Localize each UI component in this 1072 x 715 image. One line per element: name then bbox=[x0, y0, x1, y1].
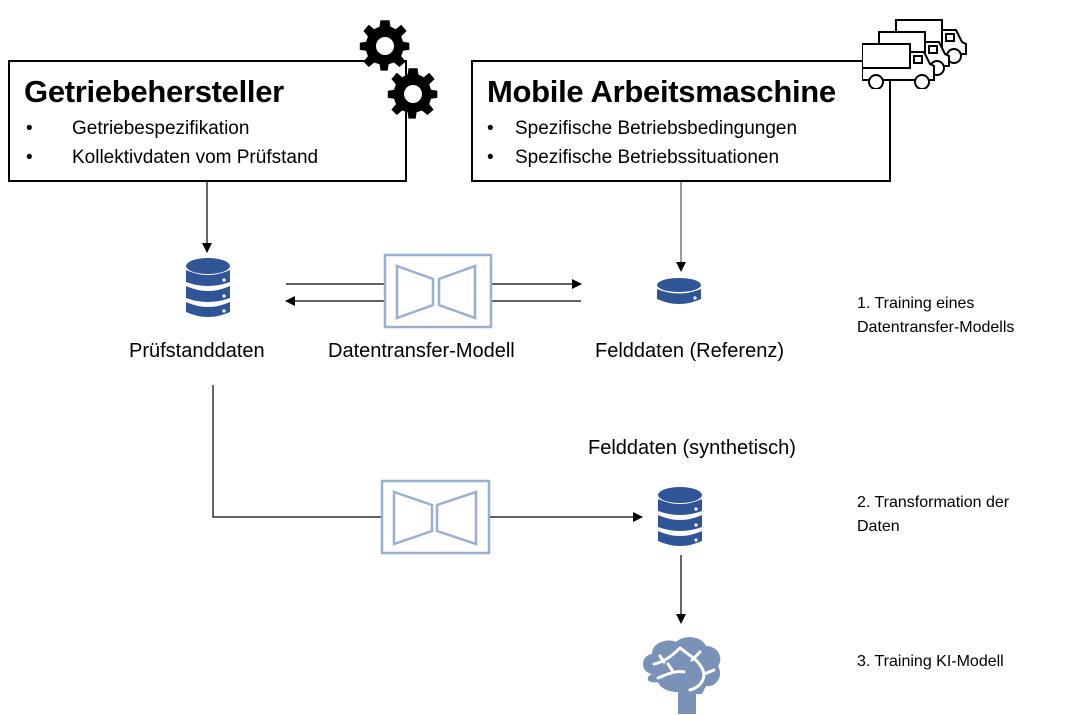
manufacturer-bullet-text: Kollektivdaten vom Prüfstand bbox=[72, 147, 319, 168]
manufacturer-box: Getriebehersteller • Getriebespezifikati… bbox=[8, 60, 407, 182]
step-2-line-1: 2. Transformation der bbox=[857, 494, 1010, 511]
step-2-line-2: Daten bbox=[857, 518, 900, 535]
database-icon-synthetic bbox=[658, 487, 702, 546]
connector-testbench-to-transform bbox=[212, 385, 381, 518]
trucks-icon bbox=[862, 19, 967, 89]
step-1-line-2: Datentransfer-Modells bbox=[857, 319, 1015, 336]
gear-icon bbox=[359, 20, 410, 71]
transfer-model-icon-1 bbox=[383, 253, 493, 329]
step-3-line-1: 3. Training KI-Modell bbox=[857, 653, 1004, 670]
label-field-data-synthetic: Felddaten (synthetisch) bbox=[588, 437, 796, 459]
step-3: 3. Training KI-Modell bbox=[857, 650, 1004, 674]
brain-icon bbox=[643, 637, 721, 714]
step-2: 2. Transformation der Daten bbox=[857, 491, 1009, 539]
gear-icon bbox=[387, 68, 438, 119]
manufacturer-bullet-text: Getriebespezifikation bbox=[72, 118, 250, 139]
transfer-model-icon-2 bbox=[380, 479, 491, 555]
truck-icon bbox=[862, 43, 935, 89]
step-1: 1. Training eines Datentransfer-Modells bbox=[857, 292, 1014, 340]
step-1-line-1: 1. Training eines bbox=[857, 295, 975, 312]
database-icon-testbench bbox=[186, 258, 230, 317]
machine-bullet-text: Spezifische Betriebssituationen bbox=[515, 147, 780, 168]
bullet-marker: • bbox=[487, 147, 494, 168]
bullet-marker: • bbox=[487, 118, 494, 139]
bullet-marker: • bbox=[26, 118, 33, 139]
machine-title: Mobile Arbeitsmaschine bbox=[487, 74, 836, 109]
machine-bullet-text: Spezifische Betriebsbedingungen bbox=[515, 118, 798, 139]
database-icon-reference bbox=[657, 278, 701, 304]
bullet-marker: • bbox=[26, 147, 33, 168]
label-test-bench-data: Prüfstanddaten bbox=[129, 340, 265, 362]
gears-icon bbox=[359, 20, 438, 119]
label-field-data-reference: Felddaten (Referenz) bbox=[595, 340, 784, 362]
label-transfer-model: Datentransfer-Modell bbox=[328, 340, 515, 362]
machine-box: Mobile Arbeitsmaschine • Spezifische Bet… bbox=[471, 60, 891, 182]
manufacturer-title: Getriebehersteller bbox=[24, 74, 284, 109]
